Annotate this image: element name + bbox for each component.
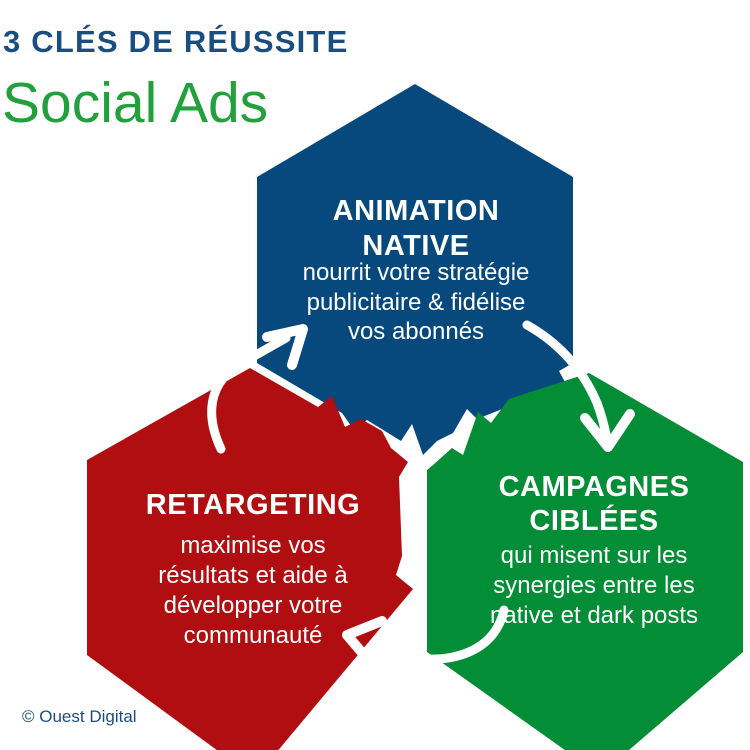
arrow-animation-to-campagnes-icon [522,320,635,452]
page-subtitle: Social Ads [2,71,269,135]
hexagon-retargeting [87,368,413,750]
page-title: 3 CLÉS DE RÉUSSITE [3,24,349,59]
arrow-campagnes-to-retargeting-icon [342,605,509,667]
hexagon-animation-native [257,84,573,455]
arrow-retargeting-to-animation-icon [207,324,308,454]
hexagon-campagnes-ciblees [427,373,743,750]
copyright-credit: © Ouest Digital [22,707,137,726]
